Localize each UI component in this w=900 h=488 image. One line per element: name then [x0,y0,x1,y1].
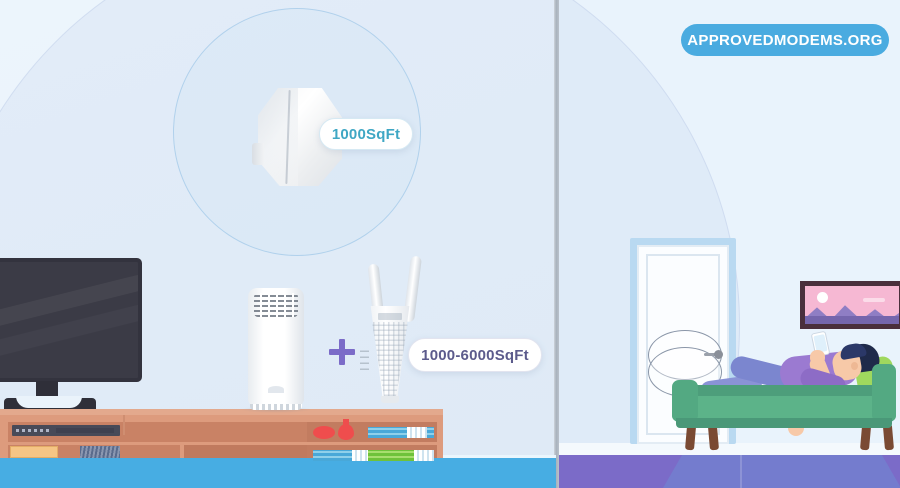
wall-picture [800,281,900,329]
television [0,258,142,382]
vase-tall [338,419,354,440]
brand-badge[interactable]: APPROVEDMODEMS.ORG [681,24,889,56]
door-knob-stem [704,353,716,356]
books-green [368,450,420,461]
books-gray [80,446,120,458]
left-floor [0,458,556,488]
door-knob [714,350,723,359]
extender-led-indicators [360,348,369,370]
picture-sun [817,292,828,303]
sofa-base [676,418,892,428]
rug [663,455,900,488]
sofa-arm-right [872,364,896,422]
room-divider [554,0,559,488]
tplink-logo [378,313,402,320]
person-hand-holding-phone [810,350,825,365]
storage-box [10,446,58,458]
sofa-arm-left [672,380,698,422]
router-base-vents [250,404,302,410]
books-blue [313,450,379,461]
plus-icon [329,339,355,365]
books-white [407,427,427,438]
console-top-surface [0,409,443,415]
mesh-coverage-label: 1000SqFt [319,118,413,150]
extender-plug-base [381,396,399,403]
tv-stand-cutout [16,396,82,408]
sofa-seat [672,396,896,421]
sofa-backrest [674,385,894,398]
media-player-panel [56,428,114,433]
picture-cloud [863,298,885,302]
router-logo [268,386,284,393]
right-baseboard [559,443,900,455]
media-player-display [16,429,50,432]
console-divider [123,415,125,435]
mesh-node-port-tab [252,143,264,165]
person-ear [851,362,858,370]
extender-coverage-label: 1000-6000SqFt [408,338,542,372]
books-blue [368,427,434,438]
router-vent-ribs [254,293,298,317]
books-white [352,450,372,461]
rug-seam [740,455,742,488]
books-white [414,450,434,461]
vase-round [313,426,335,439]
picture-ground [805,316,899,324]
